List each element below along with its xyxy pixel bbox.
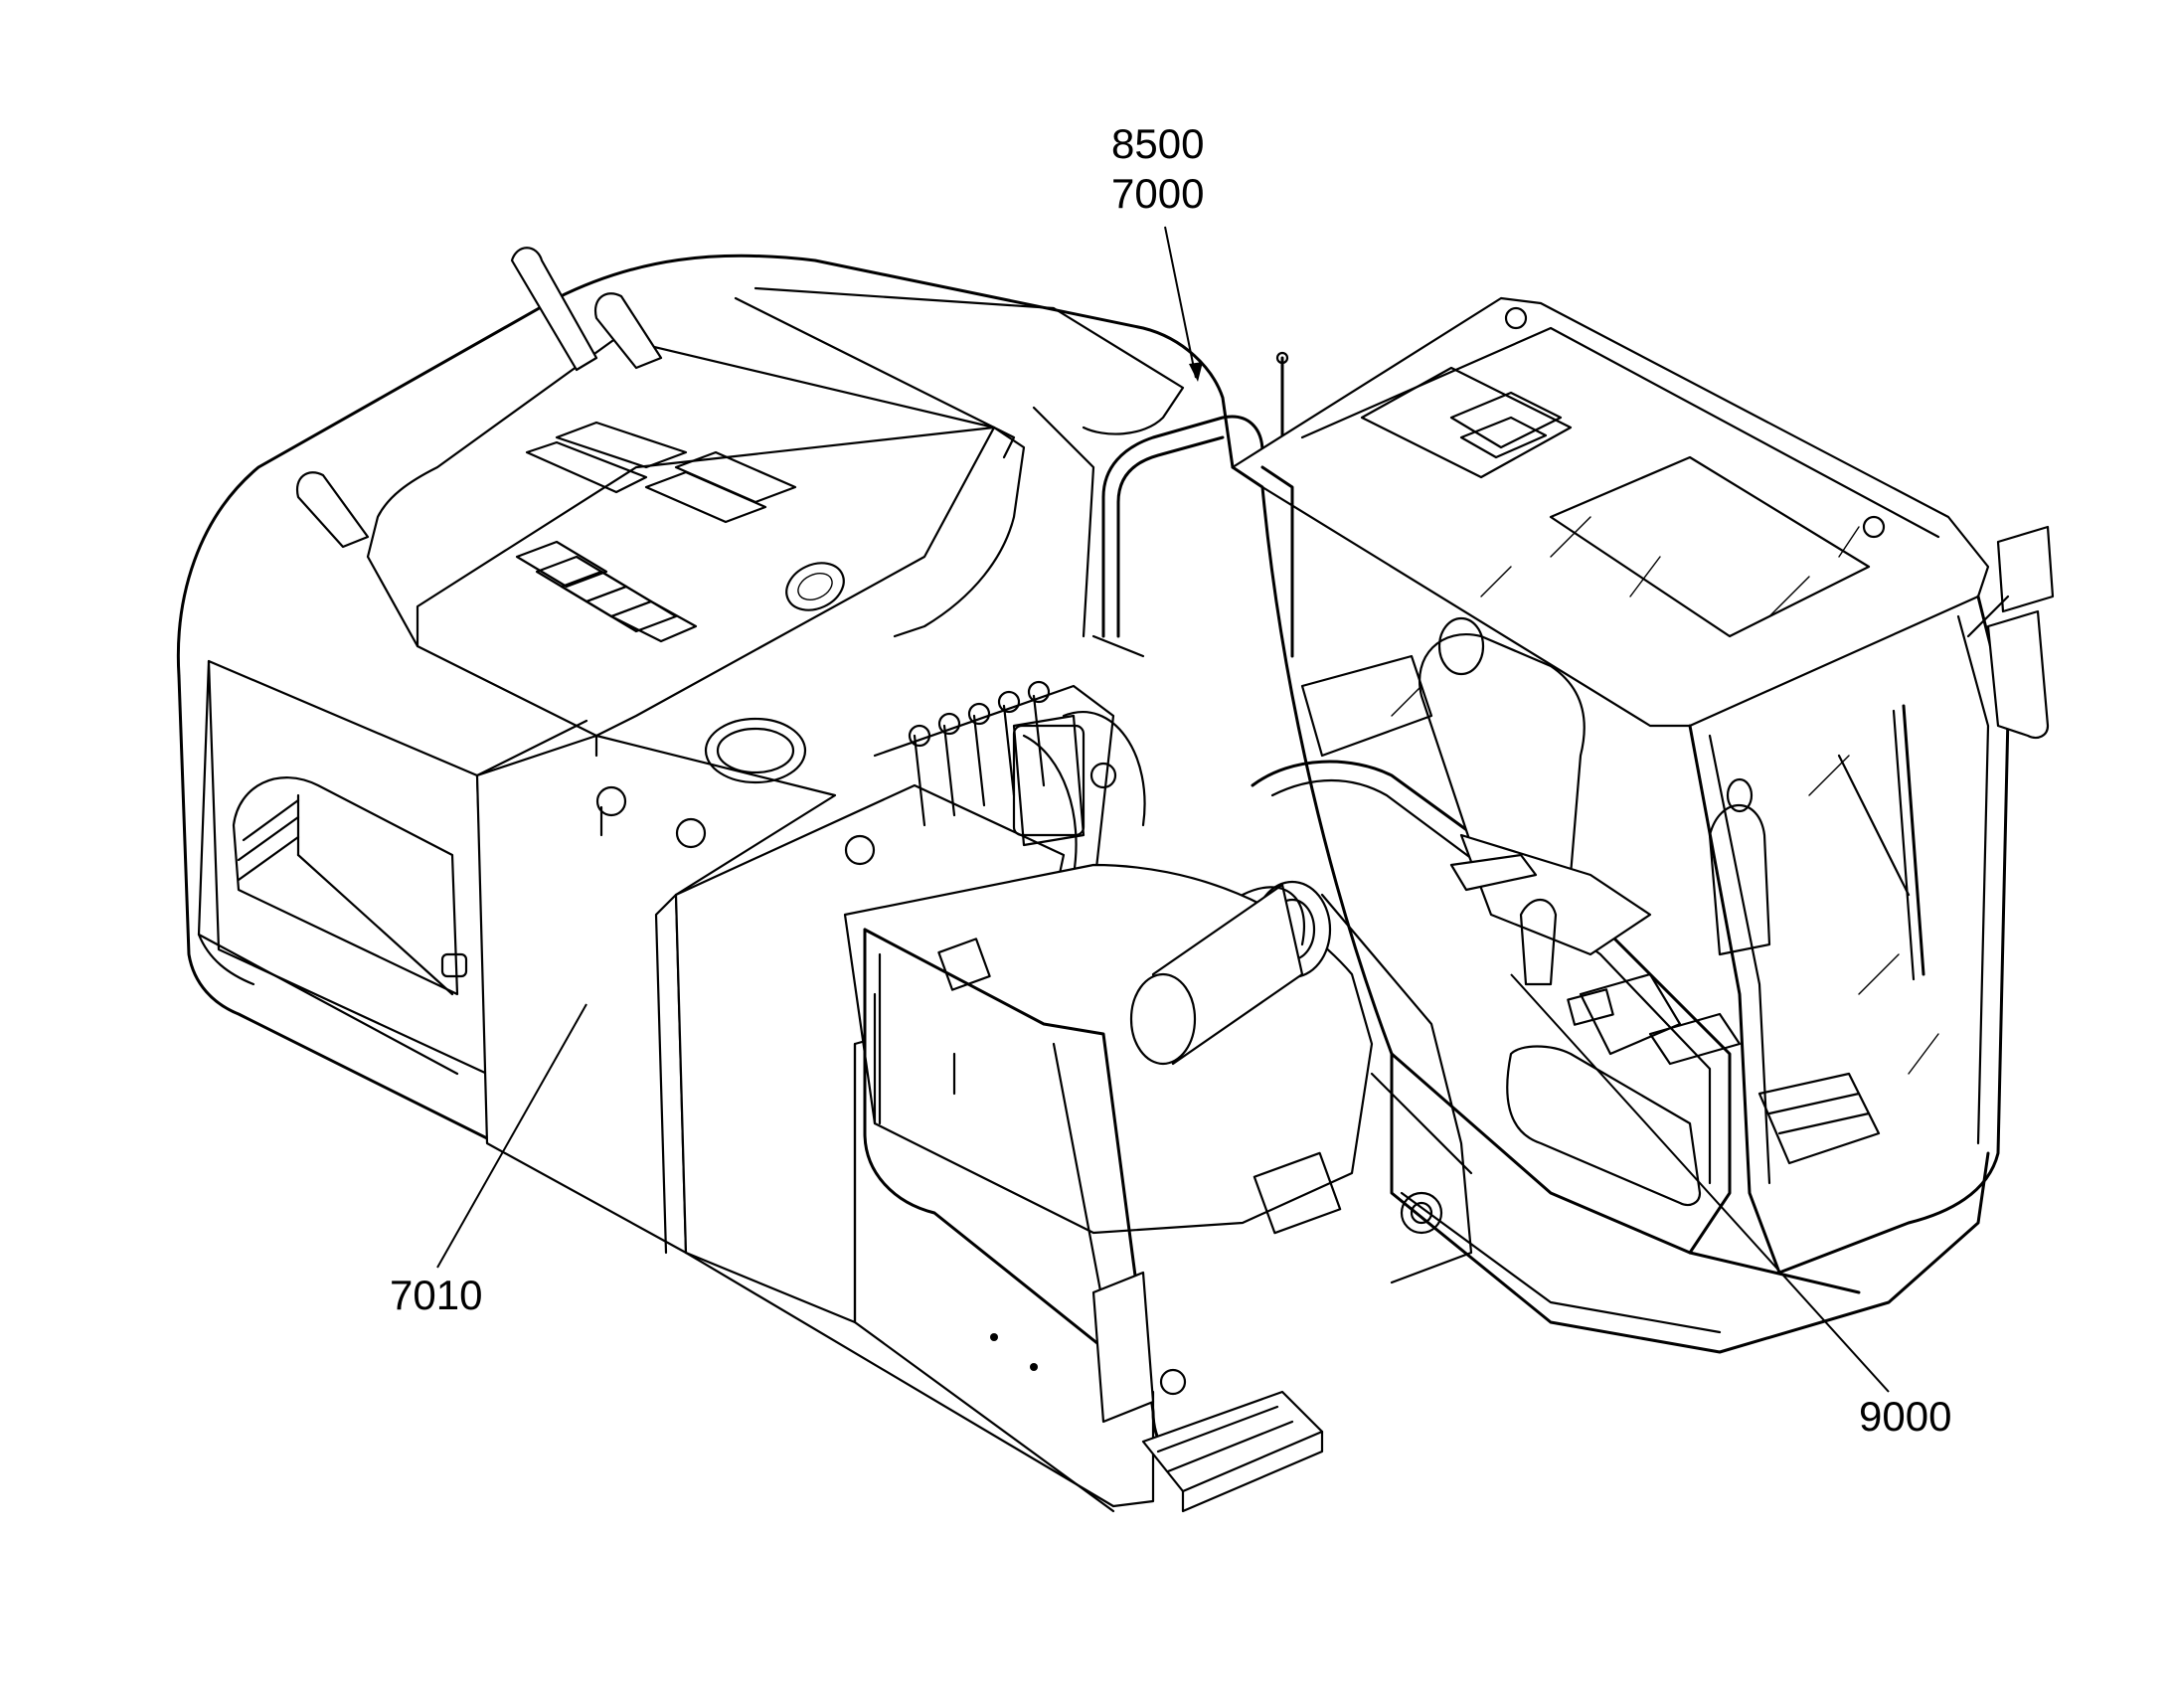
cab-roof	[1231, 296, 1990, 728]
arrowhead-icon	[1189, 362, 1203, 382]
entry-step	[1141, 1390, 1324, 1493]
callout-7000: 7000	[1111, 170, 1205, 217]
exhaust-pipe	[510, 247, 598, 372]
boom-pivot	[1129, 880, 1332, 1066]
leader-9000	[1510, 973, 1890, 1393]
decal-plate	[1253, 1151, 1342, 1235]
leader-7010	[436, 1003, 587, 1269]
operator-cab	[1231, 296, 2055, 1354]
operator-seat	[1300, 616, 1652, 956]
fuel-filler	[704, 717, 807, 784]
callout-8500: 8500	[1111, 120, 1205, 167]
wiper-icon	[1902, 704, 1925, 976]
guard-rail	[863, 762, 1324, 1513]
engine-hood	[295, 247, 1185, 738]
callout-7010: 7010	[390, 1272, 483, 1318]
handrail	[1091, 351, 1289, 658]
lifting-lug	[593, 292, 663, 370]
fuel-cap	[595, 785, 627, 817]
side-mirror	[1966, 525, 2055, 740]
coolant-bottle	[1012, 714, 1086, 847]
callout-leaders	[436, 226, 1890, 1393]
hood-vents	[515, 421, 797, 643]
swing-frame	[843, 863, 1473, 1284]
lifting-lug	[295, 471, 370, 549]
joystick	[1519, 898, 1558, 986]
callout-9000: 9000	[1859, 1393, 1952, 1440]
leader-8500-7000	[1164, 226, 1197, 379]
travel-pedals	[1757, 1072, 1881, 1165]
counterweight-body	[176, 254, 1235, 1145]
hood-latch	[785, 562, 845, 611]
door-handle-icon	[440, 952, 468, 978]
